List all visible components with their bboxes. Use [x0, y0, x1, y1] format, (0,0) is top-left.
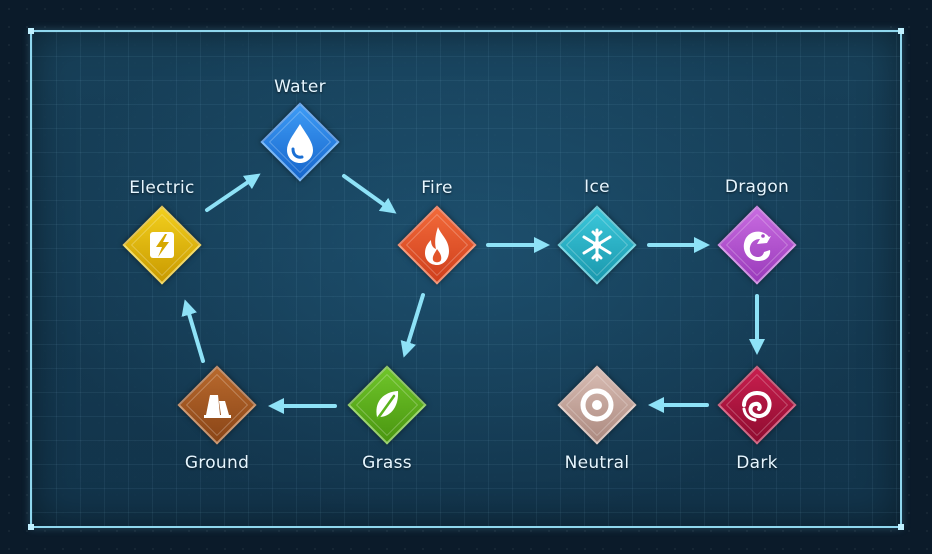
element-node-ice[interactable] [557, 205, 637, 285]
element-label-water: Water [274, 77, 326, 97]
arrow-fire-to-grass [400, 293, 425, 358]
target-icon [580, 388, 614, 422]
element-node-fire[interactable] [397, 205, 477, 285]
element-node-dark[interactable] [717, 365, 797, 445]
element-label-dark: Dark [736, 453, 778, 473]
element-node-grass[interactable] [347, 365, 427, 445]
element-label-ground: Ground [184, 453, 250, 473]
arrow-water-to-fire [342, 174, 397, 214]
lightning-icon [150, 232, 174, 258]
panel-corner [898, 28, 904, 34]
leaf-icon [376, 391, 399, 420]
element-node-dragon[interactable] [717, 205, 797, 285]
panel-corner [28, 28, 34, 34]
arrow-electric-to-water [205, 173, 261, 212]
rock-icon [204, 395, 231, 418]
swirl-icon [742, 391, 772, 422]
element-label-electric: Electric [129, 178, 195, 198]
element-node-water[interactable] [260, 102, 340, 182]
element-node-electric[interactable] [122, 205, 202, 285]
panel-corner [28, 524, 34, 530]
element-label-ice: Ice [584, 177, 610, 197]
snowflake-icon [582, 228, 612, 262]
element-node-ground[interactable] [177, 365, 257, 445]
element-label-grass: Grass [362, 453, 412, 473]
panel-corner [898, 524, 904, 530]
element-label-fire: Fire [421, 178, 453, 198]
flame-icon [425, 227, 449, 265]
arrow-ground-to-electric [181, 299, 205, 363]
element-node-neutral[interactable] [557, 365, 637, 445]
element-label-dragon: Dragon [724, 177, 790, 197]
element-label-neutral: Neutral [564, 453, 630, 473]
dragon-icon [743, 231, 771, 261]
water-drop-icon [287, 124, 313, 163]
